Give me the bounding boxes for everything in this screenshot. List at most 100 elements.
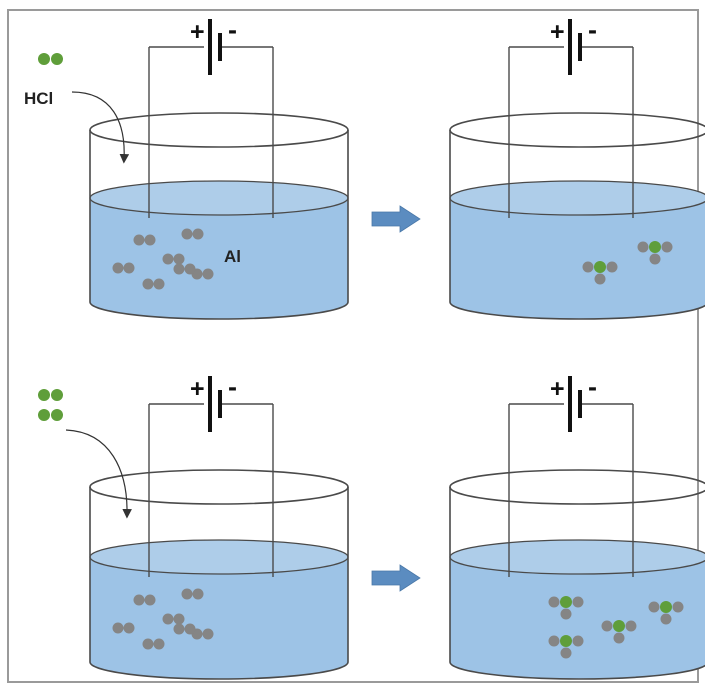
battery-minus-sign: - bbox=[588, 15, 597, 45]
atom-gray bbox=[560, 647, 572, 659]
atom-gray bbox=[560, 608, 572, 620]
cells-group: +-+-+-+- bbox=[89, 15, 705, 680]
hcl-input-bottom bbox=[38, 389, 132, 519]
atom-gray bbox=[184, 623, 196, 635]
atom-gray bbox=[660, 613, 672, 625]
liquid-body bbox=[90, 198, 348, 319]
hcl-label: HCl bbox=[24, 89, 53, 108]
atom-gray bbox=[672, 601, 684, 613]
atom-gray bbox=[153, 278, 165, 290]
liquid-surface bbox=[89, 539, 349, 575]
clusters-row-2 bbox=[548, 596, 684, 659]
atom-gray bbox=[192, 228, 204, 240]
atom-gray bbox=[648, 601, 660, 613]
atom-green bbox=[613, 620, 625, 632]
atom-gray bbox=[625, 620, 637, 632]
liquid-surface bbox=[449, 539, 705, 575]
atom-gray bbox=[548, 596, 560, 608]
atom-gray bbox=[153, 638, 165, 650]
beaker-bottom bbox=[449, 661, 705, 680]
liquid-surface bbox=[449, 180, 705, 216]
right-arrow-icon-bottom bbox=[371, 564, 421, 592]
atom-gray bbox=[123, 262, 135, 274]
aluminum-pairs-row-1 bbox=[112, 228, 214, 290]
liquid-body bbox=[450, 198, 705, 319]
atom-green bbox=[560, 596, 572, 608]
hcl-input-top bbox=[38, 53, 130, 164]
atom-gray bbox=[142, 638, 154, 650]
atom-gray bbox=[601, 620, 613, 632]
hcl-inputs bbox=[38, 53, 132, 519]
atom-green bbox=[660, 601, 672, 613]
atom-gray bbox=[144, 234, 156, 246]
atom-gray bbox=[173, 253, 185, 265]
beaker-cell-2: +- bbox=[449, 15, 705, 320]
alcl3-cluster bbox=[601, 620, 637, 644]
beaker-cell-4: +- bbox=[449, 372, 705, 680]
atom-gray bbox=[202, 628, 214, 640]
atom-gray bbox=[582, 261, 594, 273]
alcl3-cluster bbox=[548, 596, 584, 620]
liquid-body bbox=[90, 557, 348, 679]
atom-green bbox=[51, 409, 63, 421]
beaker-rim bbox=[449, 112, 705, 148]
clusters-row-1 bbox=[582, 241, 673, 285]
battery-plus-sign: + bbox=[550, 375, 565, 403]
atom-gray bbox=[181, 228, 193, 240]
atom-green bbox=[38, 389, 50, 401]
beaker-bottom bbox=[89, 301, 349, 320]
atom-gray bbox=[606, 261, 618, 273]
atom-gray bbox=[162, 613, 174, 625]
atom-green bbox=[560, 635, 572, 647]
atom-gray bbox=[184, 263, 196, 275]
atom-gray bbox=[112, 622, 124, 634]
battery-plus-sign: + bbox=[550, 18, 565, 46]
beaker-rim bbox=[89, 112, 349, 148]
beaker-cell-1: +- bbox=[89, 15, 349, 320]
atom-gray bbox=[548, 635, 560, 647]
atom-gray bbox=[613, 632, 625, 644]
atom-green bbox=[38, 53, 50, 65]
atom-green bbox=[649, 241, 661, 253]
atom-gray bbox=[181, 588, 193, 600]
atom-gray bbox=[649, 253, 661, 265]
atom-gray bbox=[173, 263, 185, 275]
atom-gray bbox=[144, 594, 156, 606]
atom-gray bbox=[133, 594, 145, 606]
atom-gray bbox=[173, 623, 185, 635]
atoms-group bbox=[112, 228, 684, 659]
atom-gray bbox=[637, 241, 649, 253]
atom-gray bbox=[142, 278, 154, 290]
atom-gray bbox=[661, 241, 673, 253]
battery-minus-sign: - bbox=[228, 372, 237, 402]
atom-green bbox=[51, 53, 63, 65]
battery-minus-sign: - bbox=[228, 15, 237, 45]
atom-gray bbox=[572, 596, 584, 608]
alcl3-cluster bbox=[548, 635, 584, 659]
aluminum-pairs-row-2 bbox=[112, 588, 214, 650]
alcl3-cluster bbox=[637, 241, 673, 265]
beaker-rim bbox=[89, 469, 349, 505]
right-arrow-icon-top bbox=[371, 205, 421, 233]
atom-green bbox=[594, 261, 606, 273]
text-labels: HCl Al bbox=[24, 89, 241, 266]
curved-arrow-icon bbox=[65, 429, 132, 519]
atom-gray bbox=[133, 234, 145, 246]
atom-green bbox=[51, 389, 63, 401]
process-arrows bbox=[371, 205, 421, 592]
liquid-surface bbox=[89, 180, 349, 216]
liquid-body bbox=[450, 557, 705, 679]
beaker-rim bbox=[449, 469, 705, 505]
beaker-bottom bbox=[449, 301, 705, 320]
atom-gray bbox=[202, 268, 214, 280]
atom-gray bbox=[192, 588, 204, 600]
battery-plus-sign: + bbox=[190, 18, 205, 46]
atom-gray bbox=[594, 273, 606, 285]
battery-minus-sign: - bbox=[588, 372, 597, 402]
aluminum-label: Al bbox=[224, 247, 241, 266]
alcl3-cluster bbox=[582, 261, 618, 285]
beaker-cell-3: +- bbox=[89, 372, 349, 680]
atom-gray bbox=[572, 635, 584, 647]
